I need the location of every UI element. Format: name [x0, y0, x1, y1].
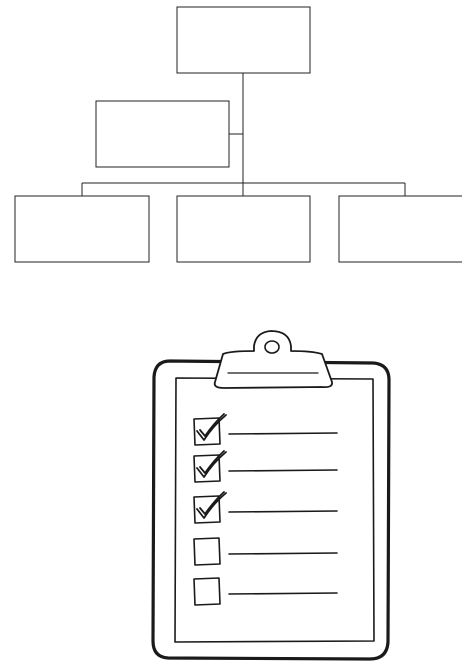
- clip-body: [215, 331, 332, 388]
- org-box-top[interactable]: [177, 7, 310, 73]
- clipboard-icon: [153, 331, 389, 659]
- checklist-line: [229, 433, 337, 434]
- org-box-sub-1[interactable]: [15, 196, 149, 262]
- org-box-assistant[interactable]: [96, 101, 229, 167]
- checklist-line: [229, 511, 337, 512]
- org-chart: [15, 7, 462, 262]
- checklist-line: [229, 593, 337, 594]
- checklist-line: [229, 470, 337, 471]
- org-box-sub-2[interactable]: [177, 196, 310, 262]
- checklist-line: [229, 553, 337, 554]
- org-box-sub-3[interactable]: [339, 196, 462, 262]
- clipboard-paper: [175, 378, 374, 642]
- clip: [215, 331, 332, 388]
